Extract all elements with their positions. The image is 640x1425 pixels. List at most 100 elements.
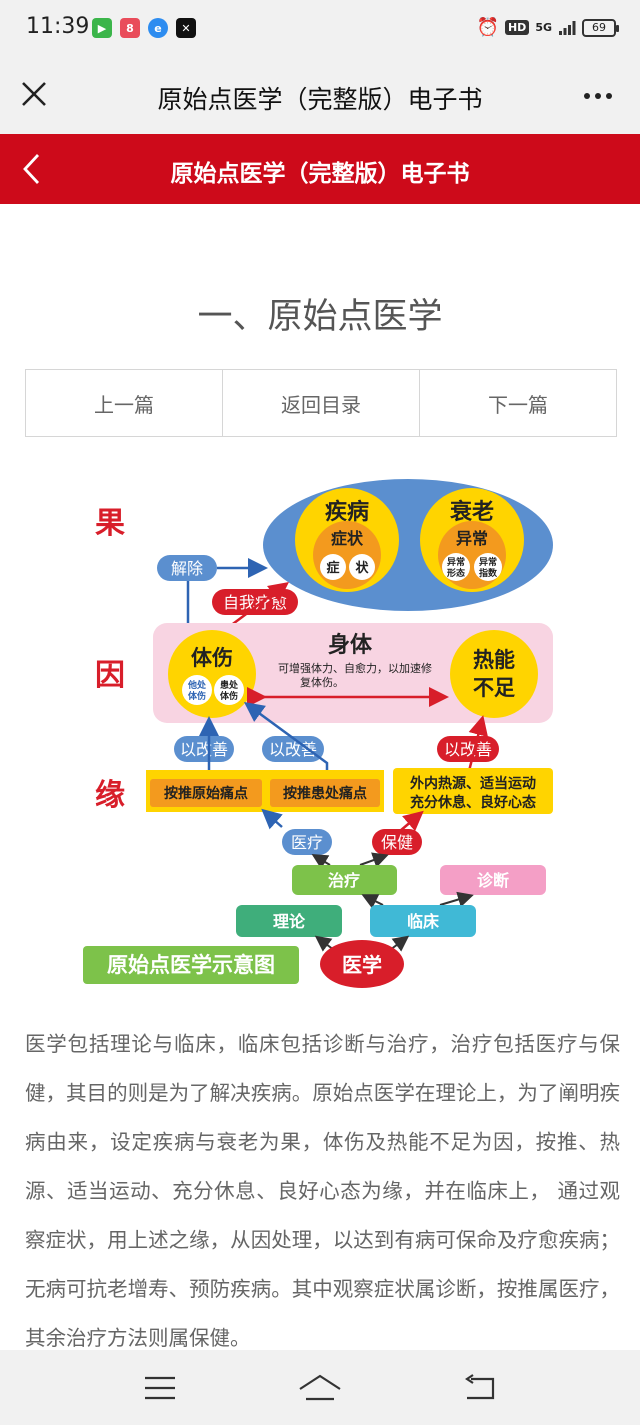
close-button[interactable] [14, 74, 54, 114]
red-app-icon: 8 [120, 18, 140, 38]
zheng-label: 症 [326, 560, 339, 576]
remove-pill [157, 555, 217, 581]
back-button[interactable] [14, 148, 50, 190]
more-button[interactable] [576, 78, 620, 114]
video-app-icon: ▶ [92, 18, 112, 38]
header-title: 原始点医学（完整版）电子书 [170, 161, 470, 187]
abn-form-label: 异常 [447, 556, 465, 568]
label-guo: 果 [95, 506, 125, 541]
treatment-label: 治疗 [328, 871, 360, 890]
more-icon-dot [595, 93, 601, 99]
symptom-label: 症状 [331, 529, 364, 548]
heat-circle [450, 630, 538, 718]
zheng-circle [320, 554, 346, 580]
press-sick-box [270, 779, 380, 807]
care-methods-line-1: 外内热源、适当运动 [410, 775, 536, 792]
status-right: ⏰ HD 5G 69 [476, 17, 619, 38]
press-sick-label: 按推患处痛点 [283, 785, 367, 802]
page-title: 原始点医学（完整版）电子书 [157, 85, 483, 114]
care-up-arrow [466, 715, 488, 776]
toc-button[interactable]: 返回目录 [223, 370, 420, 436]
notification-icons: ▶ 8 e ✕ [92, 18, 196, 38]
home-icon [299, 1374, 341, 1400]
label-yuan: 缘 [95, 778, 125, 813]
abn-index-circle [474, 553, 502, 581]
more-icon-dot [606, 93, 612, 99]
medicine-ellipse [320, 940, 404, 988]
sick-injury-label: 患处 [220, 679, 239, 691]
prev-article-button[interactable]: 上一篇 [26, 370, 223, 436]
press-origin-box [150, 779, 262, 807]
health-care-label: 保健 [381, 833, 413, 852]
hd-badge: HD [504, 20, 530, 35]
menu-button[interactable] [130, 1363, 190, 1413]
self-heal-label: 自我疗愈 [223, 593, 287, 612]
remove-label: 解除 [171, 559, 203, 578]
back-nav-icon [465, 1373, 495, 1399]
abn-index-label-2: 指数 [479, 567, 498, 579]
health-care-arrow [399, 810, 424, 832]
heat-label: 热能 [473, 648, 515, 672]
improve-label-2: 以改善 [269, 740, 317, 759]
site-header: 原始点医学（完整版）电子书 [0, 134, 640, 204]
improve-pill-3 [437, 736, 499, 762]
clinical-to-treatment-line [361, 894, 384, 909]
browser-app-icon: e [148, 18, 168, 38]
improve-label-3: 以改善 [444, 740, 492, 759]
treatment-box [292, 865, 397, 895]
article-title: 一、原始点医学 [197, 297, 443, 337]
caption-label: 原始点医学示意图 [107, 953, 275, 977]
disease-label: 疾病 [325, 499, 369, 525]
shortage-label: 不足 [473, 676, 515, 700]
back-nav-button[interactable] [450, 1363, 510, 1413]
care-methods-box [393, 768, 553, 814]
status-time: 11:39 [26, 14, 90, 39]
menu-icon [145, 1376, 175, 1399]
health-care-pill [372, 829, 422, 855]
medicine-diagram: 果 因 缘 疾病 症状 症 状 衰老 异常 异常 形态 异常 指数 解除 自我疗… [83, 479, 553, 988]
care-methods-line-2: 充分休息、良好心态 [410, 794, 536, 811]
battery-icon: 69 [582, 18, 619, 37]
other-injury-label: 他处 [187, 679, 207, 691]
press-origin-label: 按推原始痛点 [164, 785, 248, 802]
diagnosis-label: 诊断 [477, 871, 509, 890]
home-button[interactable] [290, 1363, 350, 1413]
other-injury-circle [182, 675, 212, 705]
zhuang-circle [349, 554, 375, 580]
label-yin: 因 [95, 658, 125, 693]
abn-form-label-2: 形态 [447, 567, 465, 579]
abnormal-label: 异常 [456, 529, 488, 548]
close-icon [22, 82, 46, 106]
network-label: 5G [535, 21, 552, 34]
diagnosis-box [440, 865, 546, 895]
abn-form-circle [442, 553, 470, 581]
theory-box [236, 905, 342, 937]
treatment-to-health-line [359, 852, 389, 868]
sick-injury-circle [214, 675, 244, 705]
article-nav: 上一篇 返回目录 下一篇 [25, 369, 617, 437]
body-desc-2: 复体伤。 [300, 675, 344, 689]
signal-icon [559, 20, 576, 35]
body-label: 身体 [328, 632, 373, 658]
aging-label: 衰老 [449, 499, 494, 525]
zhuang-label: 状 [355, 560, 369, 576]
body-desc-1: 可增强体力、自愈力，以加速修 [278, 661, 432, 675]
injury-label: 体伤 [191, 646, 233, 670]
theory-label: 理论 [273, 912, 306, 931]
improve-label-1: 以改善 [180, 740, 228, 759]
sick-injury-label-2: 体伤 [220, 690, 238, 702]
alarm-icon: ⏰ [476, 17, 499, 38]
system-nav-bar [0, 1350, 640, 1425]
medical-care-pill [282, 829, 332, 855]
abn-index-label: 异常 [479, 556, 497, 568]
medical-care-label: 医疗 [291, 833, 323, 852]
next-article-button[interactable]: 下一篇 [488, 392, 548, 417]
clinical-to-diagnosis-line [439, 891, 474, 908]
medicine-label: 医学 [342, 953, 382, 977]
status-bar: 11:39 ▶ 8 e ✕ ⏰ HD 5G 69 [0, 0, 640, 58]
treatment-to-medical-line [311, 853, 331, 870]
chevron-left-icon [23, 154, 40, 184]
clinical-box [370, 905, 476, 937]
improve-pill-2 [262, 736, 324, 762]
other-injury-label-2: 体伤 [188, 690, 206, 702]
